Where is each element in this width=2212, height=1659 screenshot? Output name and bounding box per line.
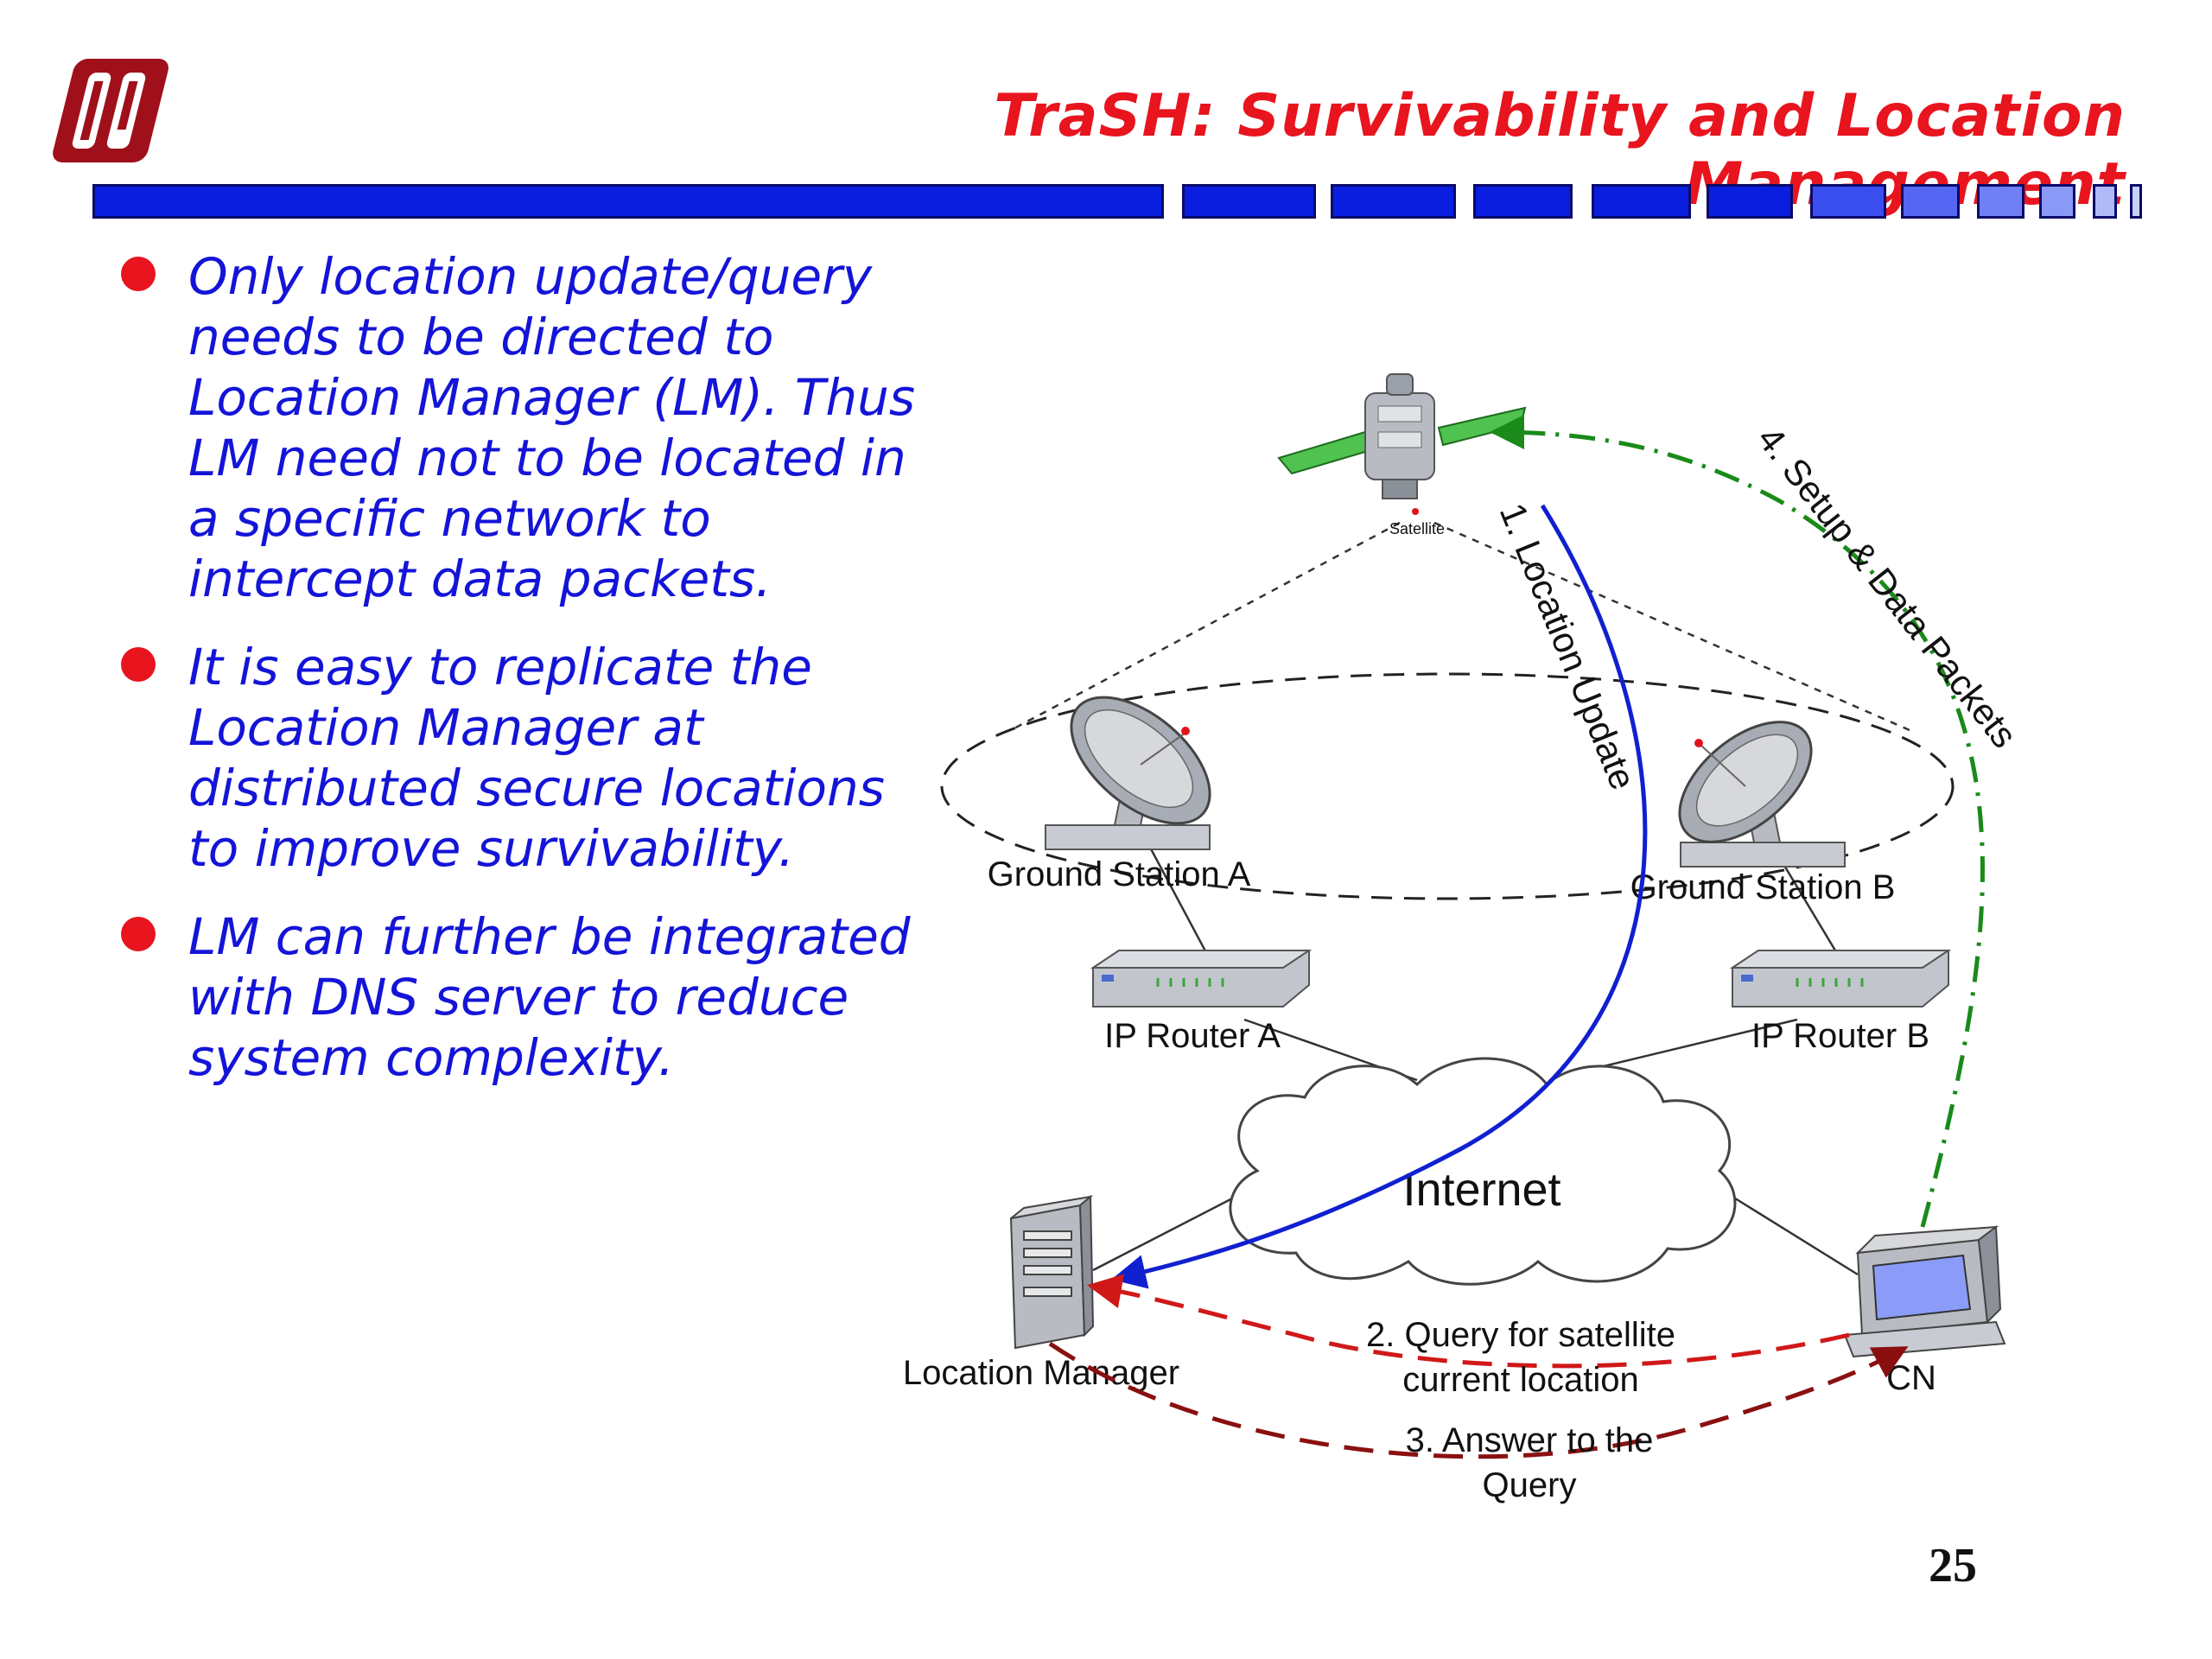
header-bar-segment [1473, 184, 1573, 219]
router-a-icon [1090, 950, 1313, 1007]
header-bar-segment [2130, 184, 2142, 219]
ground-station-b-label: Ground Station B [1630, 868, 1896, 906]
header-bar-segment [1707, 184, 1793, 219]
header-bar-segment [1182, 184, 1316, 219]
internet-cloud [1229, 1057, 1737, 1286]
university-logo [53, 59, 168, 162]
link-gs-a-router-a [1139, 829, 1211, 960]
link-satellite-gs-b [1433, 521, 1910, 732]
header-bar-segment [2093, 184, 2117, 219]
link-cn-internet [1732, 1195, 1859, 1276]
flow-location-update-arrow [1111, 504, 1648, 1289]
flow-setup-arrow [1490, 415, 1985, 1228]
header-bar-segment [1901, 184, 1960, 219]
satellite-label: Satellite [1389, 520, 1445, 537]
bullet-dot-icon [121, 917, 156, 951]
flow-answer-label-line2: Query [1483, 1466, 1577, 1504]
bullet-text: It is easy to replicate the Location Man… [188, 638, 885, 878]
bullet-text: LM can further be integrated with DNS se… [188, 907, 911, 1087]
cn-label: CN [1886, 1359, 1936, 1397]
bullet-item: Only location update/query needs to be d… [121, 246, 942, 609]
coverage-ellipse [940, 672, 1955, 900]
ground-station-a-icon [1045, 696, 1211, 850]
header-bar-segment [1592, 184, 1691, 219]
router-b-icon [1729, 950, 1952, 1007]
header-bar-segment [1977, 184, 2024, 219]
ground-station-a-label: Ground Station A [988, 855, 1251, 893]
bullet-list: Only location update/query needs to be d… [121, 246, 942, 1116]
header-bar-segment [1810, 184, 1886, 219]
flow-query-arrow [1087, 1274, 1850, 1369]
flow-answer-label-line1: 3. Answer to the [1406, 1421, 1654, 1459]
bullet-item: It is easy to replicate the Location Man… [121, 637, 942, 879]
router-a-label: IP Router A [1104, 1017, 1281, 1055]
internet-label: Internet [1402, 1164, 1560, 1216]
header-bar [92, 184, 1164, 219]
flow-query-label-line1: 2. Query for satellite [1366, 1316, 1675, 1354]
flow-location-update-label: 1. Location Update [1492, 498, 1644, 796]
location-manager-server-icon [1009, 1194, 1095, 1350]
bullet-item: LM can further be integrated with DNS se… [121, 906, 942, 1088]
header-bar-segment [1331, 184, 1456, 219]
bullet-text: Only location update/query needs to be d… [188, 247, 916, 608]
link-gs-b-router-b [1774, 850, 1842, 960]
header-bar-segment [2039, 184, 2075, 219]
flow-answer-arrow [1048, 1341, 1909, 1459]
link-lm-internet [1092, 1195, 1236, 1272]
router-b-label: IP Router B [1751, 1017, 1929, 1055]
satellite-icon [1277, 373, 1527, 515]
location-manager-label: Location Manager [903, 1354, 1179, 1392]
cn-computer-icon [1843, 1225, 2006, 1358]
link-satellite-gs-a [1010, 521, 1401, 732]
bullet-dot-icon [121, 257, 156, 291]
flow-query-label-line2: current location [1402, 1361, 1638, 1399]
ground-station-b-icon [1678, 721, 1846, 868]
page-number: 25 [1929, 1539, 1977, 1592]
bullet-dot-icon [121, 647, 156, 682]
